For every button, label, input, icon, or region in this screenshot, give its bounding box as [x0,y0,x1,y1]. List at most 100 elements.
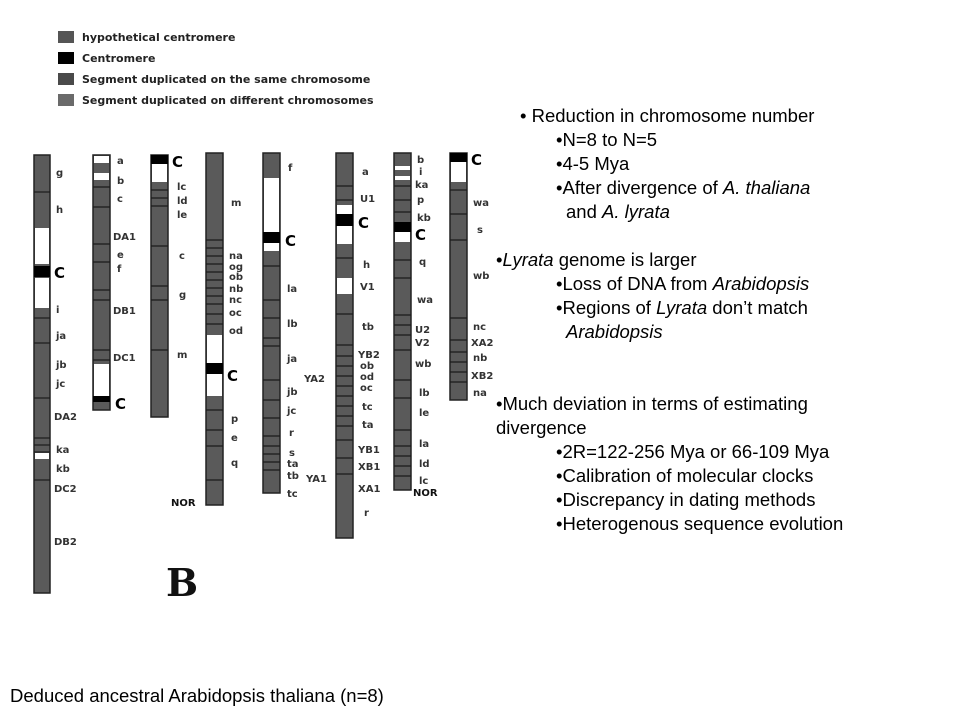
legend-label: Centromere [82,52,155,65]
bullet-item: •Heterogenous sequence evolution [556,513,844,534]
bullet-item: •Much deviation in terms of estimating [496,393,808,414]
chromosome-label: la [287,284,297,295]
chromosome-label: f [117,264,122,275]
chromosome-label: DB2 [54,537,77,548]
centromere-label: C [358,214,369,232]
chromosome-5 [262,152,281,494]
chromosome-label: od [360,372,374,383]
chromosome-1 [33,154,51,594]
legend-label: Segment duplicated on the same chromosom… [82,73,370,86]
chromosome-label: jb [286,387,298,398]
bullet-item: • Reduction in chromosome number [520,105,815,126]
chromosome-label: s [477,225,483,236]
centromere-label: C [172,153,183,171]
chromosome-label: nb [473,353,487,364]
chromosome-label: m [177,350,187,361]
chromosome-label: og [229,262,243,273]
chromosome-diagram: hypothetical centromere Centromere Segme… [33,31,493,605]
chromosome-label: ta [362,420,374,431]
chromosome-label: V2 [415,338,430,349]
chromosome-label: XA1 [358,484,380,495]
legend-label: hypothetical centromere [82,31,235,44]
chromosome-label: c [117,194,123,205]
chromosome-label: i [56,305,59,316]
chromosome-label: ld [177,196,188,207]
chromosome-label: lb [287,319,298,330]
bullet-item: •Calibration of molecular clocks [556,465,814,486]
chromosome-label: NOR [413,488,438,499]
chromosome-label: DC1 [113,353,136,364]
chromosome-label: jb [55,360,67,371]
chromosome-label: tc [362,402,373,413]
chromosome-label: ka [415,180,428,191]
chromosome-label: wa [417,295,433,306]
chromosome-label: c [179,251,185,262]
chromosome-label: DC2 [54,484,77,495]
chromosome-label: kb [417,213,431,224]
chromosome-label: b [417,155,424,166]
chromosome-label: e [117,250,124,261]
chromosome-label: ob [360,361,374,372]
bullet-item-continuation: and A. lyrata [566,201,670,222]
chromosome-label: U1 [360,194,375,205]
chromosome-8 [449,152,468,401]
legend-swatch-same-chromosome [58,73,74,85]
chromosome-label: YA1 [305,474,327,485]
chromosome-label: jc [55,379,65,390]
bullet-item: •Lyrata genome is larger [496,249,697,270]
chromosome-label: oc [360,383,373,394]
panel-label: B [166,560,198,605]
chromosome-label: p [417,195,424,206]
chromosome-label: le [419,408,429,419]
chromosome-7 [393,152,412,491]
bullet-list: • Reduction in chromosome number •N=8 to… [496,104,946,536]
chromosome-label: kb [56,464,70,475]
centromere-label: C [227,367,238,385]
chromosome-label: tb [362,322,374,333]
chromosome-label: g [179,290,186,301]
chromosome-label: e [231,433,238,444]
bullet-item: •2R=122-256 Mya or 66-109 Mya [556,441,830,462]
chromosome-label: m [231,198,241,209]
chromosome-label: na [229,251,243,262]
centromere-label: C [54,264,65,282]
legend-swatch-centromere [58,52,74,64]
centromere-label: C [415,226,426,244]
chromosome-label: f [288,163,293,174]
legend-swatch-hypothetical [58,31,74,43]
chromosome-label: q [419,257,426,268]
chromosome-label: la [419,439,429,450]
bullet-item: •4-5 Mya [556,153,630,174]
chromosome-label: wb [415,359,431,370]
chromosome-label: ta [287,459,299,470]
chromosome-label: ld [419,459,430,470]
chromosome-2 [92,154,111,411]
bullet-item-continuation: divergence [496,417,587,438]
chromosome-label: h [56,205,63,216]
chromosome-label: s [289,448,295,459]
chromosome-3 [150,154,169,418]
chromosome-label: DA1 [113,232,136,243]
chromosome-label: q [231,458,238,469]
chromosome-label: YA2 [303,374,325,385]
bullet-item: •Regions of Lyrata don’t match [556,297,808,318]
chromosome-label: a [362,167,369,178]
chromosome-label: oc [229,308,242,319]
chromosome-label: le [177,210,187,221]
chromosome-label: h [363,260,370,271]
chromosome-label: tb [287,471,299,482]
legend: hypothetical centromere Centromere Segme… [58,31,374,107]
bullet-item: •N=8 to N=5 [556,129,658,150]
chromosome-label: ja [286,354,297,365]
legend-swatch-different-chromosomes [58,94,74,106]
bullet-item: •After divergence of A. thaliana [556,177,811,198]
chromosome-label: tc [287,489,298,500]
legend-label: Segment duplicated on different chromoso… [82,94,374,107]
chromosome-label: nb [229,284,243,295]
chromosome-label: a [117,156,124,167]
chromosome-label: XA2 [471,338,493,349]
chromosome-label: wb [473,271,489,282]
chromosome-label: p [231,414,238,425]
chromosome-label: b [117,176,124,187]
bullet-item: •Loss of DNA from Arabidopsis [556,273,810,294]
